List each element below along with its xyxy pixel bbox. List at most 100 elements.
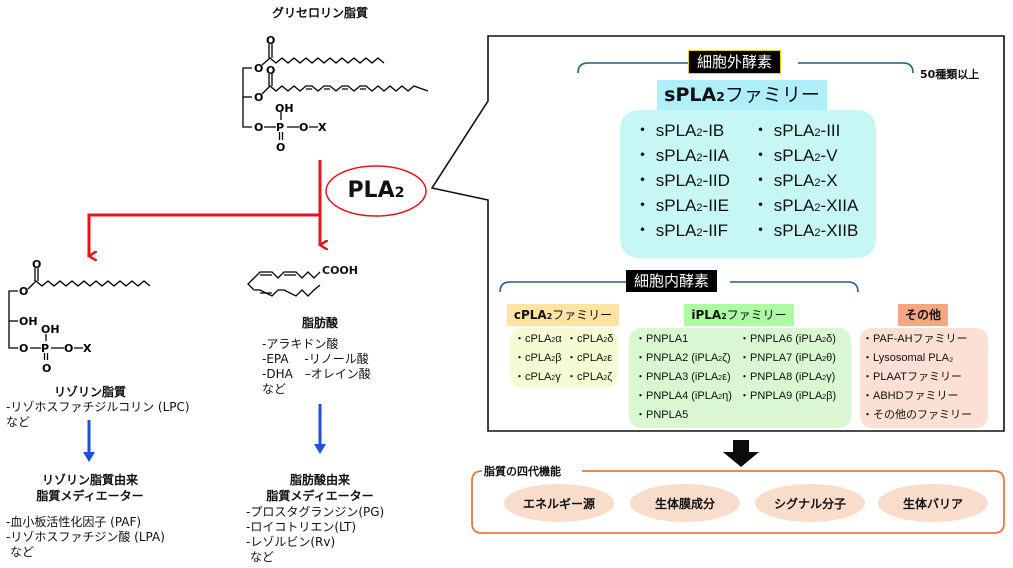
spla2-group: -X xyxy=(820,171,838,190)
pnpla-name: ・PNPLA2 xyxy=(635,352,689,364)
subscript: 2 xyxy=(696,177,703,189)
spla2-prefix: sPLA xyxy=(655,196,697,215)
list-item: -プロスタグランジン(PG) xyxy=(246,505,385,519)
intracellular-bracket xyxy=(499,281,859,293)
spla2-group: -IIE xyxy=(702,196,729,215)
bullet: ・ xyxy=(752,171,774,190)
svg-text:X: X xyxy=(83,342,92,355)
subscript: 2 xyxy=(718,393,723,401)
spla2-prefix: sPLA xyxy=(773,171,815,190)
glycerophospholipid-atom-labels: O O O O O P O X OH O xyxy=(254,34,327,154)
svg-text:O: O xyxy=(19,342,28,355)
bullet: ・ xyxy=(634,196,656,215)
cpla2-item: ・cPLA2δ xyxy=(566,330,613,349)
spla2-item: ・ sPLA2-V xyxy=(752,143,858,168)
list-item: など xyxy=(262,382,287,396)
greek-letter: ζ xyxy=(607,371,613,383)
svg-text:O: O xyxy=(42,362,51,375)
svg-text:O: O xyxy=(32,258,41,271)
svg-text:OH: OH xyxy=(275,102,294,115)
ipla2-item: ・PNPLA7 (iPLA2θ) xyxy=(739,349,836,368)
subscript: 2 xyxy=(814,202,821,214)
subscript: 2 xyxy=(696,227,703,239)
subscript: 2 xyxy=(696,152,703,164)
subscript: 2 xyxy=(551,355,556,363)
spla2-prefix: sPLA xyxy=(773,221,815,240)
bullet: ・ xyxy=(752,196,774,215)
lysophospholipid-title: リゾリン脂質 xyxy=(53,385,126,399)
subscript: 2 xyxy=(822,374,827,382)
svg-text:O: O xyxy=(266,34,275,47)
cpla2-prefix: ・cPLA xyxy=(514,371,552,383)
subscript: 2 xyxy=(551,374,556,382)
ipla2-item: ・PNPLA5 xyxy=(635,406,732,425)
spla2-prefix: sPLA xyxy=(655,146,697,165)
reaction-arrows xyxy=(89,160,320,256)
ipla2-prefix: (iPLA xyxy=(792,371,823,383)
mediator-title-line: 脂肪酸由来 xyxy=(289,473,350,487)
cooh-label: COOH xyxy=(322,264,358,277)
cpla2-prefix: ・cPLA xyxy=(514,352,552,364)
others-item: ・ABHDファミリー xyxy=(862,390,959,402)
others-item: ・その他のファミリー xyxy=(862,409,972,421)
svg-text:O: O xyxy=(266,64,275,77)
subscript: 2 xyxy=(718,355,723,363)
lysophospholipid-mediator-title: リゾリン脂質由来 脂質メディエーター xyxy=(20,472,160,504)
spla2-item: ・ sPLA2-XIIB xyxy=(752,218,858,243)
fatty-acid-structure xyxy=(247,271,321,297)
fatty-acid-mediators: -プロスタグランジン(PG) -ロイコトリエン(LT) -レゾルビン(Rv) な… xyxy=(246,505,384,565)
others-family-box: ・PAF-AHファミリー・Lysosomal PLA₂・PLAATファミリー・A… xyxy=(860,328,988,428)
list-item: -アラキドン酸 xyxy=(262,337,339,351)
spla2-sub: 2 xyxy=(716,90,725,104)
spla2-prefix: sPLA xyxy=(655,221,697,240)
pnpla-name: ・PNPLA5 xyxy=(635,409,689,421)
spla2-family-title: sPLA2ファミリー xyxy=(657,80,827,110)
list-item: -DHA –オレイン酸 xyxy=(262,367,371,381)
extracellular-label: 細胞外酵素 xyxy=(688,50,782,74)
spla2-item: ・ sPLA2-III xyxy=(752,118,858,143)
greek-letter: ζ) xyxy=(722,352,731,364)
functions-frame xyxy=(471,470,1005,534)
subscript: 2 xyxy=(822,336,827,344)
extracellular-bracket xyxy=(577,62,914,74)
subscript: 2 xyxy=(822,355,827,363)
spla2-item: ・ sPLA2-IIF xyxy=(634,218,730,243)
subscript: 2 xyxy=(551,336,556,344)
cpla2-item: ・cPLA2ζ xyxy=(566,368,612,387)
ipla2-prefix: iPLA xyxy=(691,308,722,322)
fatty-acid-mediator-title: 脂肪酸由来 脂質メディエーター xyxy=(250,472,390,504)
spla2-group: -III xyxy=(820,121,841,140)
lysophospholipid-examples: -リゾホスファチジルコリン (LPC) など xyxy=(6,400,190,430)
spla2-group: -V xyxy=(820,146,838,165)
greek-letter: γ xyxy=(555,371,561,383)
cpla2-prefix: ・cPLA xyxy=(566,371,604,383)
ipla2-prefix: (iPLA xyxy=(688,352,719,364)
function-energy: エネルギー源 xyxy=(504,484,614,522)
mediator-title-line: 脂質メディエーター xyxy=(266,489,374,503)
cpla2-row: ・cPLA2α・cPLA2δ xyxy=(514,330,613,349)
mediator-title-line: リゾリン脂質由来 xyxy=(41,473,138,487)
greek-letter: ε xyxy=(607,352,613,364)
subscript: 2 xyxy=(696,202,703,214)
bullet: ・ xyxy=(752,221,774,240)
svg-text:O: O xyxy=(299,121,308,134)
pla2-name: PLA xyxy=(347,178,395,203)
cpla2-prefix: cPLA xyxy=(513,308,547,322)
spla2-suffix: ファミリー xyxy=(724,84,820,106)
cpla2-item: ・cPLA2β xyxy=(514,349,566,368)
subscript: 2 xyxy=(603,374,608,382)
ipla2-prefix: (iPLA xyxy=(792,333,823,345)
svg-text:P: P xyxy=(276,121,284,134)
svg-text:O: O xyxy=(254,91,263,104)
pnpla-name: ・PNPLA8 xyxy=(739,371,793,383)
bullet: ・ xyxy=(752,121,774,140)
fatty-acid-examples: -アラキドン酸 -EPA -リノール酸 -DHA –オレイン酸 など xyxy=(262,337,371,397)
pla2-subscript: 2 xyxy=(394,185,405,201)
glycerophospholipid-title: グリセロリン脂質 xyxy=(271,6,368,20)
pla2-ellipse xyxy=(325,165,427,217)
spla2-group: -XIIB xyxy=(820,221,859,240)
intracellular-label: 細胞内酵素 xyxy=(626,270,718,292)
list-item: など xyxy=(10,545,35,559)
subscript: 2 xyxy=(603,336,608,344)
ipla2-item: ・PNPLA4 (iPLA2η) xyxy=(635,387,732,406)
